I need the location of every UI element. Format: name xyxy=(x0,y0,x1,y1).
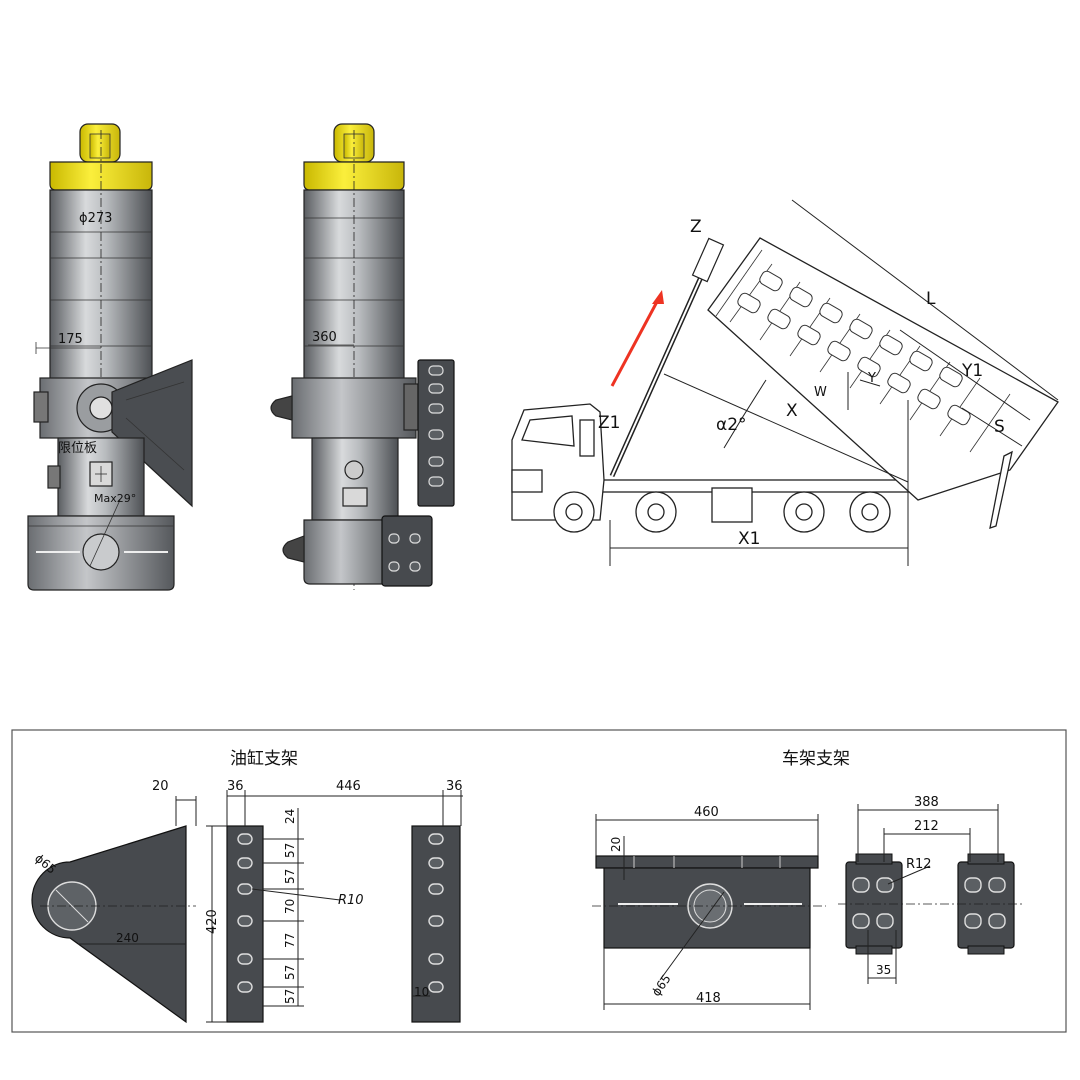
dim-10: 10 xyxy=(414,985,429,999)
cylinder-bracket-title: 油缸支架 xyxy=(230,748,298,769)
frame-bracket-drawing: 车架支架 ϕ65 460 20 418 xyxy=(592,749,1022,1010)
label-s: S xyxy=(994,417,1005,437)
dim-70: 70 xyxy=(283,899,297,914)
dim-36-left: 36 xyxy=(227,779,244,794)
frame-bracket-title: 车架支架 xyxy=(782,749,850,769)
cylinder-side-view: 360 xyxy=(270,123,455,590)
label-y1: Y1 xyxy=(961,361,983,381)
offset-label: 175 xyxy=(58,332,83,347)
diameter-label: ϕ273 xyxy=(79,211,112,226)
label-y: Y xyxy=(867,371,876,386)
cylinder-front-view: ϕ273 175 限位板 Max29° xyxy=(27,123,193,591)
cylinder-bracket-drawing: 油缸支架 ϕ65 240 20 xyxy=(31,748,463,1024)
label-l: L xyxy=(926,289,936,309)
dim-57-d: 57 xyxy=(283,989,297,1004)
dim-20-left: 20 xyxy=(152,779,169,794)
dim-420: 420 xyxy=(205,909,220,934)
dim-20-right: 20 xyxy=(609,837,623,852)
dim-388: 388 xyxy=(914,795,939,810)
tilt-arrow-icon xyxy=(652,290,664,304)
limit-plate-label: 限位板 xyxy=(58,441,97,456)
label-x1: X1 xyxy=(738,529,760,549)
dim-35: 35 xyxy=(876,963,891,977)
dim-460: 460 xyxy=(694,805,719,820)
dim-418: 418 xyxy=(696,991,721,1006)
dim-24: 24 xyxy=(283,809,297,824)
dim-57-b: 57 xyxy=(283,869,297,884)
dump-truck-diagram: Z Z1 L Y1 Y S W X X1 α2° xyxy=(511,199,1059,566)
dim-240: 240 xyxy=(116,931,139,945)
radius-r12: R12 xyxy=(906,857,932,872)
label-x: X xyxy=(786,401,798,421)
label-w: W xyxy=(814,385,827,400)
label-z1: Z1 xyxy=(598,413,620,433)
radius-r10: R10 xyxy=(338,893,364,908)
label-alpha: α2° xyxy=(716,415,747,435)
dim-57-a: 57 xyxy=(283,843,297,858)
dim-57-c: 57 xyxy=(283,965,297,980)
dim-36-right: 36 xyxy=(446,779,463,794)
dim-212: 212 xyxy=(914,819,939,834)
dim-77: 77 xyxy=(283,933,297,948)
label-z: Z xyxy=(690,217,702,237)
offset-label-right: 360 xyxy=(312,330,337,345)
dim-446: 446 xyxy=(336,779,361,794)
max-angle-label: Max29° xyxy=(94,492,136,505)
